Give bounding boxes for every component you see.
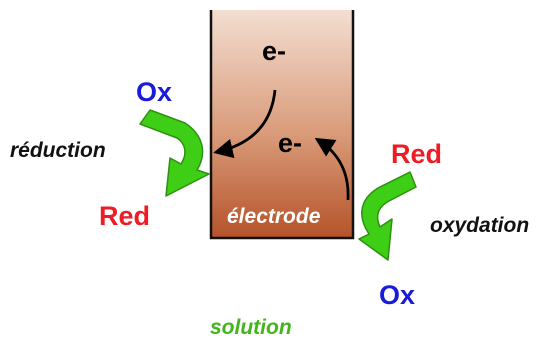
oxidation-arrow	[359, 172, 416, 260]
solution-label: solution	[210, 317, 292, 338]
electrode-label: électrode	[227, 206, 320, 227]
electron-label-middle: e-	[278, 130, 302, 157]
reduction-reductant-label: Red	[99, 203, 150, 230]
electron-label-top: e-	[262, 38, 286, 65]
reduction-arrow	[140, 110, 209, 196]
oxidation-label: oxydation	[430, 215, 529, 236]
oxidation-oxidant-label: Ox	[379, 282, 415, 309]
reduction-oxidant-label: Ox	[136, 79, 172, 106]
oxidation-reductant-label: Red	[391, 141, 442, 168]
reduction-label: réduction	[10, 140, 106, 161]
